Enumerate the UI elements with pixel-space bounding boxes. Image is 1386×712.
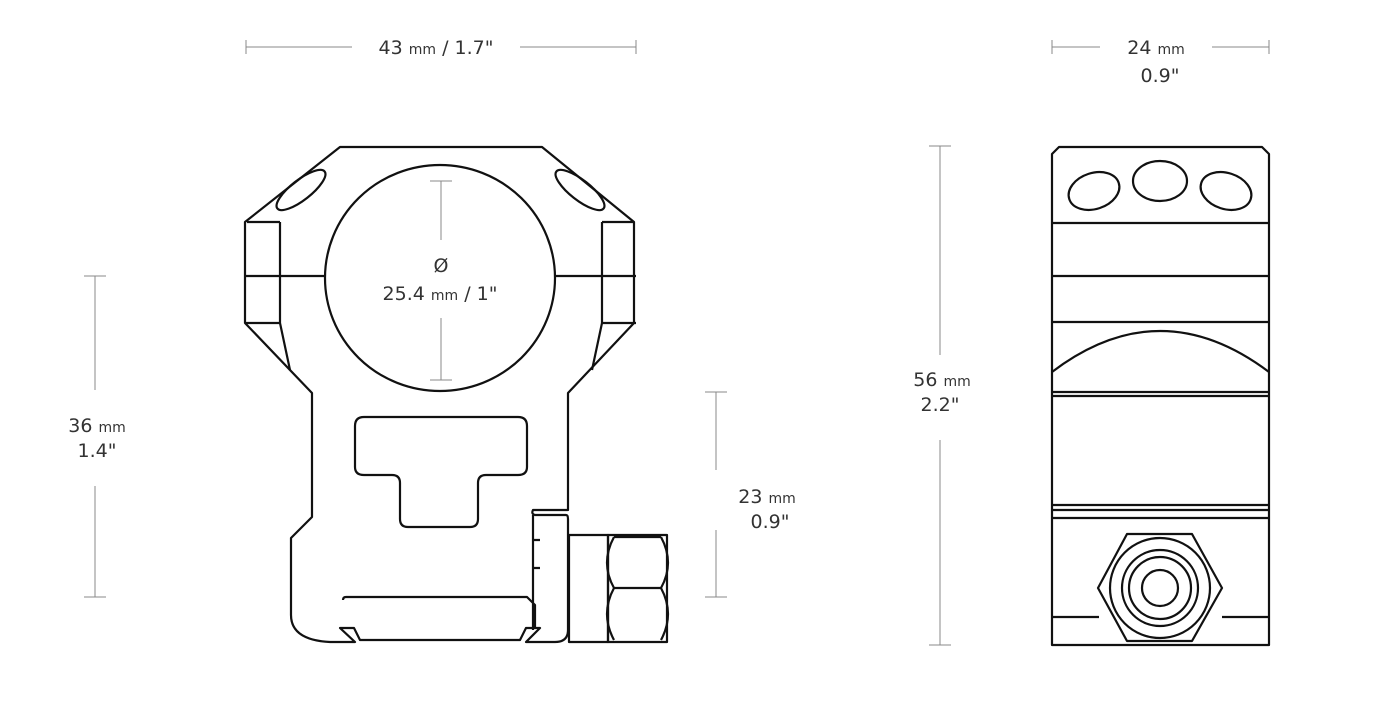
- front-height-dimension: 36 mm 1.4": [68, 275, 126, 598]
- side-view-ring: [1050, 145, 1271, 647]
- front-width-dimension: 43 mm / 1.7": [245, 37, 637, 59]
- clamp-nut-face: [1096, 532, 1224, 643]
- side-height-imperial: 2.2": [921, 394, 960, 416]
- side-width-dimension: 24 mm 0.9": [1051, 37, 1270, 87]
- screw-hole-right: [554, 168, 606, 212]
- side-width-imperial: 0.9": [1141, 65, 1180, 87]
- clamp-nut: [567, 533, 670, 644]
- t-slot: [353, 415, 529, 529]
- side-height-label: 56 mm: [913, 369, 971, 391]
- tube-diameter-label: 25.4 mm / 1": [383, 283, 498, 305]
- center-height-dimension: 23 mm 0.9": [705, 391, 796, 598]
- screw-hole-left: [275, 168, 327, 212]
- front-width-label: 43 mm / 1.7": [379, 37, 494, 59]
- front-height-imperial: 1.4": [78, 440, 117, 462]
- side-width-label: 24 mm: [1127, 37, 1185, 59]
- scope-tube-opening: [323, 163, 557, 393]
- center-height-imperial: 0.9": [751, 511, 790, 533]
- side-height-dimension: 56 mm 2.2": [913, 145, 971, 646]
- center-height-label: 23 mm: [738, 486, 796, 508]
- front-height-label: 36 mm: [68, 415, 126, 437]
- tube-diameter-symbol: Ø: [434, 255, 449, 277]
- front-view-ring: Ø 25.4 mm / 1": [243, 145, 670, 644]
